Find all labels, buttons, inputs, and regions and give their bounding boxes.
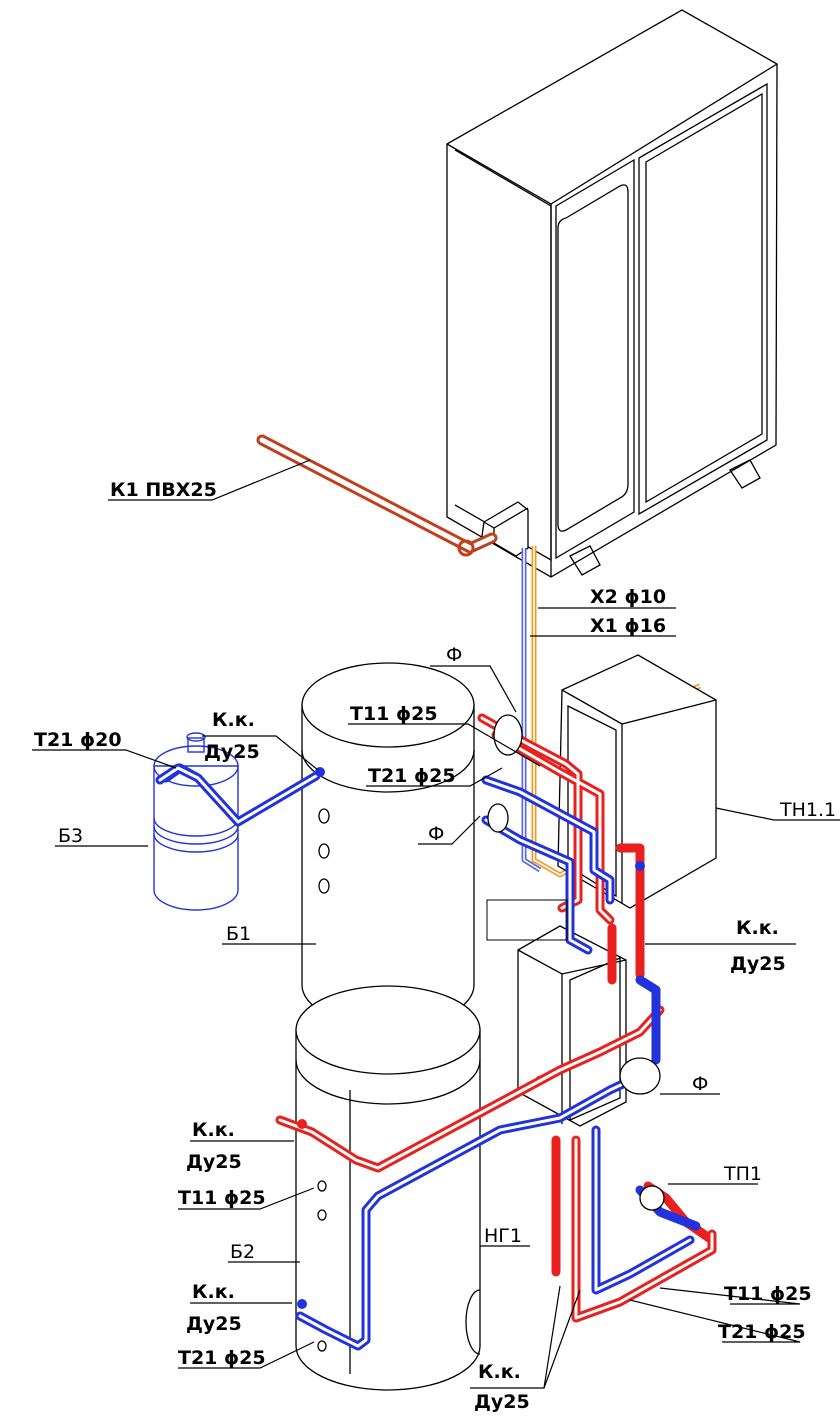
label-t21-d25-left: Т21 ϕ25 — [178, 1347, 266, 1369]
label-kk-bottom: К.к. — [478, 1361, 521, 1383]
label-filter-mid: Ф — [428, 823, 444, 845]
label-dy25-right: Ду25 — [730, 953, 786, 975]
label-t11-d25-right: Т11 ϕ25 — [724, 1283, 812, 1305]
label-tp1: ТП1 — [723, 1163, 762, 1185]
return-pipes-t21 — [155, 763, 701, 1351]
label-t11-d25-left: Т11 ϕ25 — [178, 1187, 266, 1209]
label-kk-right: К.к. — [736, 917, 779, 939]
filters-valves — [297, 714, 665, 1309]
outdoor-unit — [446, 9, 778, 578]
label-filter-right: Ф — [692, 1073, 708, 1095]
label-k1-pvh25: К1 ПВХ25 — [110, 479, 217, 501]
label-b1: Б1 — [226, 923, 251, 945]
label-b2: Б2 — [230, 1241, 255, 1263]
label-x2-d10: Х2 ϕ10 — [590, 586, 666, 608]
label-dy25-left-low: Ду25 — [186, 1313, 242, 1335]
label-x1-d16: Х1 ϕ16 — [590, 615, 666, 637]
tank-b2 — [295, 985, 481, 1391]
labels: К1 ПВХ25 Х2 ϕ10 Х1 ϕ16 Ф Т11 ϕ25 Т21 ϕ20… — [34, 479, 836, 1413]
label-dy25-bottom: Ду25 — [474, 1391, 530, 1413]
label-filter-top: Ф — [446, 644, 462, 666]
label-th11: ТН1.1 — [779, 799, 836, 821]
label-t21-d25-right: Т21 ϕ25 — [718, 1321, 806, 1343]
expansion-vessel-b3 — [153, 732, 239, 911]
label-t21-d20: Т21 ϕ20 — [34, 729, 122, 751]
label-t21-d25-mid: Т21 ϕ25 — [368, 765, 456, 787]
label-dy25-left-mid: Ду25 — [186, 1151, 242, 1173]
label-ng1: НГ1 — [484, 1225, 522, 1247]
label-kk-top-left: К.к. — [212, 709, 255, 731]
label-b3: Б3 — [58, 825, 83, 847]
label-kk-left-low: К.к. — [192, 1281, 235, 1303]
drain-pipe-k1 — [256, 434, 498, 557]
label-kk-left-mid: К.к. — [192, 1119, 235, 1141]
supply-pipes-t11 — [275, 713, 717, 1323]
label-dy25-top-left: Ду25 — [204, 741, 260, 763]
leader-lines — [32, 459, 840, 1389]
label-t11-d25-top: Т11 ϕ25 — [350, 703, 438, 725]
